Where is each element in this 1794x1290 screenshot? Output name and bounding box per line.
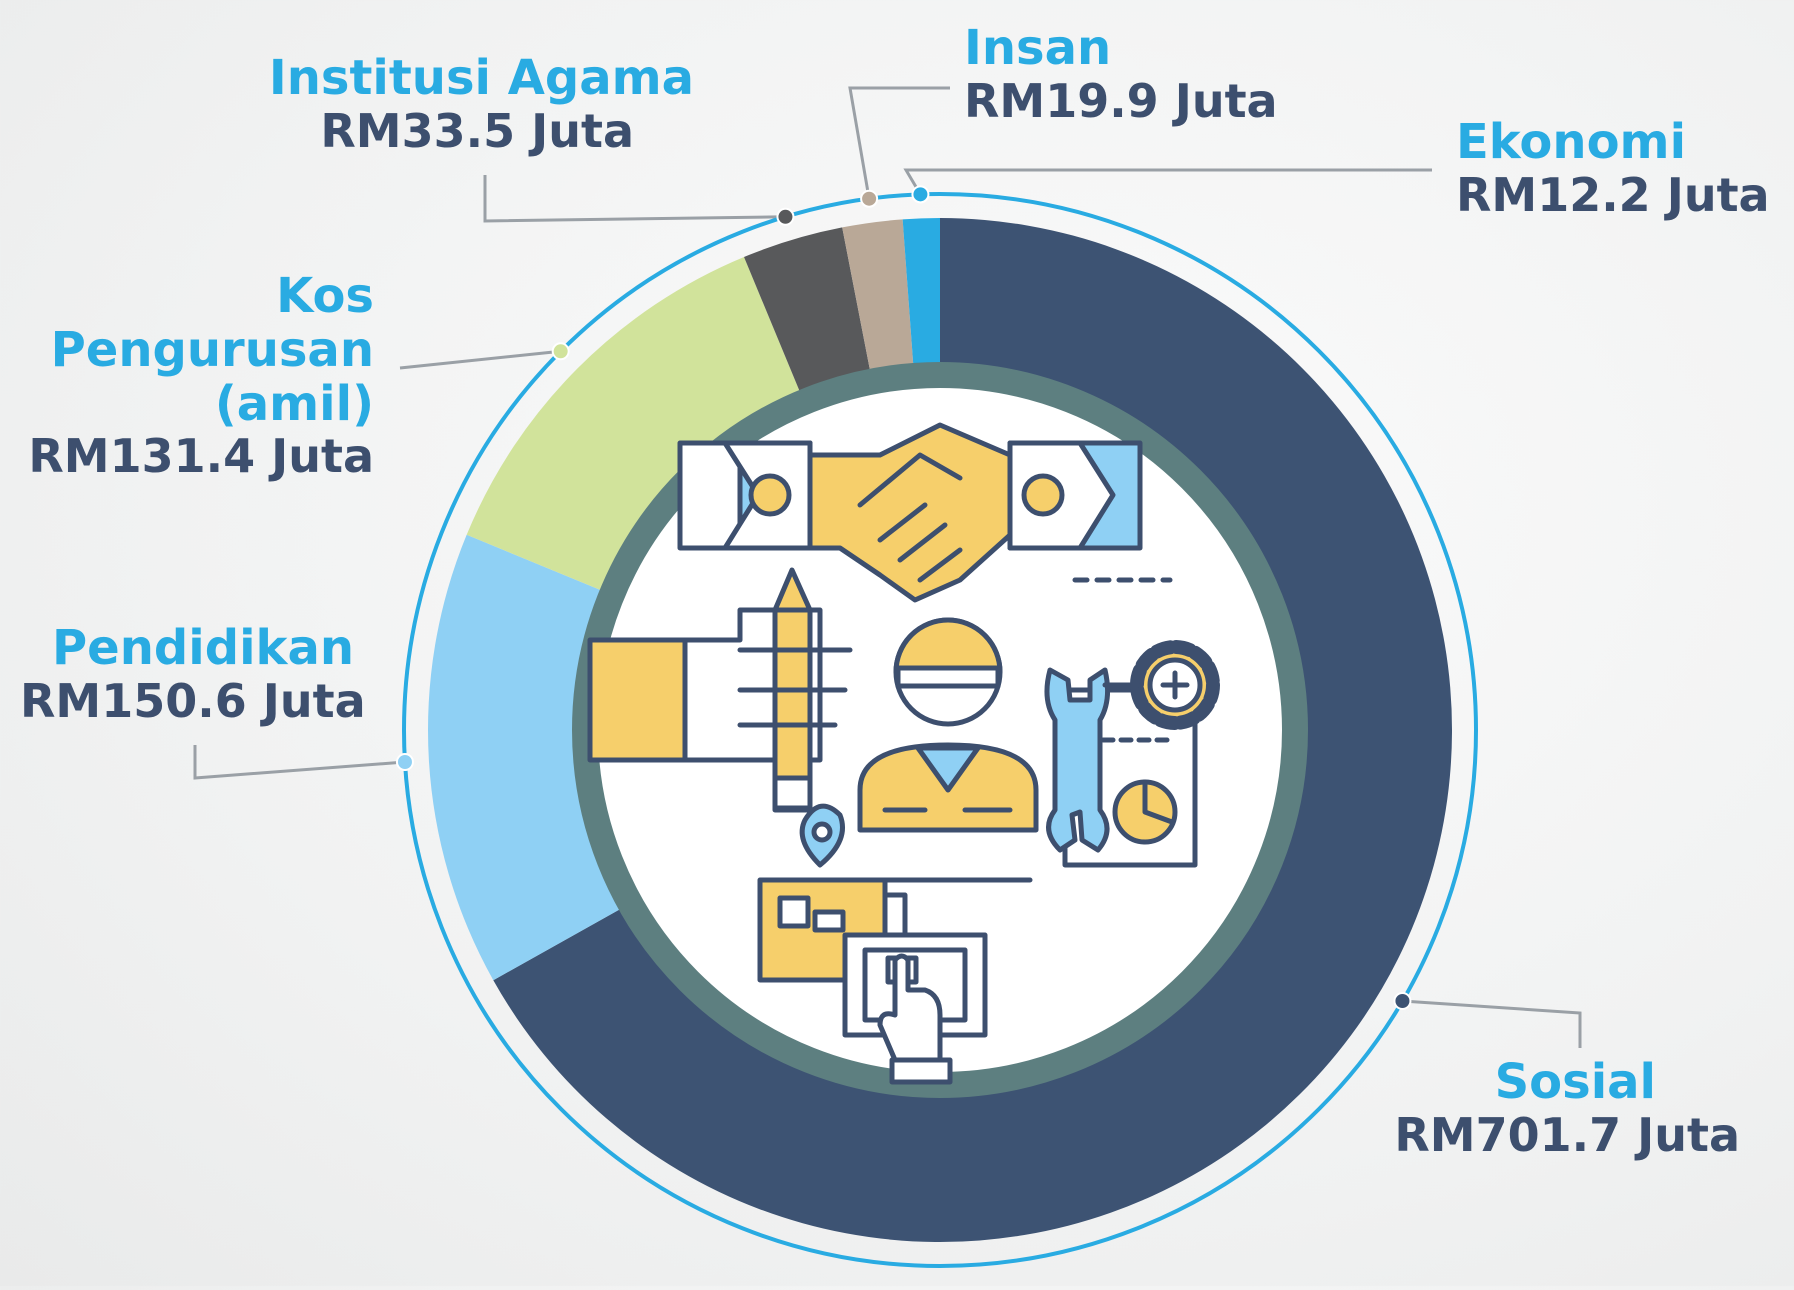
label-name: Pendidikan [51,620,354,676]
dot-ekonomi [911,185,930,204]
label-name: Ekonomi [1456,114,1687,170]
dot-institusi-agama [776,207,795,226]
slice-ekonomi [902,218,940,391]
dot-insan [860,189,879,208]
label-name-line: Pengurusan [50,321,374,378]
dot-pendidikan [395,752,414,771]
dot-sosial [1393,992,1412,1011]
label-value: RM150.6 Juta [20,673,366,728]
map-pin-icon [757,803,1033,983]
label-kos-pengurusan: Kos Pengurusan (amil) RM131.4 Juta [20,268,374,484]
tablet-touch-icon [842,932,988,1085]
label-name: Insan [964,20,1112,76]
wrench-gear-icon [1044,640,1220,868]
label-insan: Insan RM19.9 Juta [964,20,1278,128]
label-name: Sosial [1494,1054,1656,1110]
dot-kos-pengurusan-amil [551,342,570,361]
leader-kos-pengurusan-amil [399,349,561,370]
label-value: RM12.2 Juta [1456,167,1770,222]
slice-insan [842,219,916,397]
label-ekonomi: Ekonomi RM12.2 Juta [1456,114,1770,222]
leader-ekonomi [903,168,1432,196]
slice-institusi-agama [744,227,876,416]
label-pendidikan: Pendidikan RM150.6 Juta [20,620,366,728]
label-value: RM19.9 Juta [964,73,1278,128]
worker-icon [857,617,1039,833]
leader-insan [848,86,950,199]
leader-lines [193,86,1582,1048]
label-value: RM33.5 Juta [320,103,634,158]
leader-dots [395,185,1412,1011]
label-name-line: Kos [276,268,374,324]
center-illustration [587,422,1220,1085]
label-name-line: (amil) [214,375,374,432]
label-sosial: Sosial RM701.7 Juta [1360,1054,1740,1162]
label-institusi-agama: Institusi Agama RM33.5 Juta [240,50,694,158]
slice-sosial [493,218,1453,1242]
outer-ring [402,192,1478,1268]
label-value: RM131.4 Juta [28,429,374,484]
hand-pencil-icon [587,567,853,813]
label-name: Institusi Agama [268,50,694,106]
leader-pendidikan [193,745,406,780]
label-value: RM701.7 Juta [1394,1107,1740,1162]
leader-sosial [1402,999,1582,1048]
slice-kos-pengurusan-amil [466,256,810,601]
leader-institusi-agama [483,175,786,223]
handshake-icon [677,422,1173,603]
